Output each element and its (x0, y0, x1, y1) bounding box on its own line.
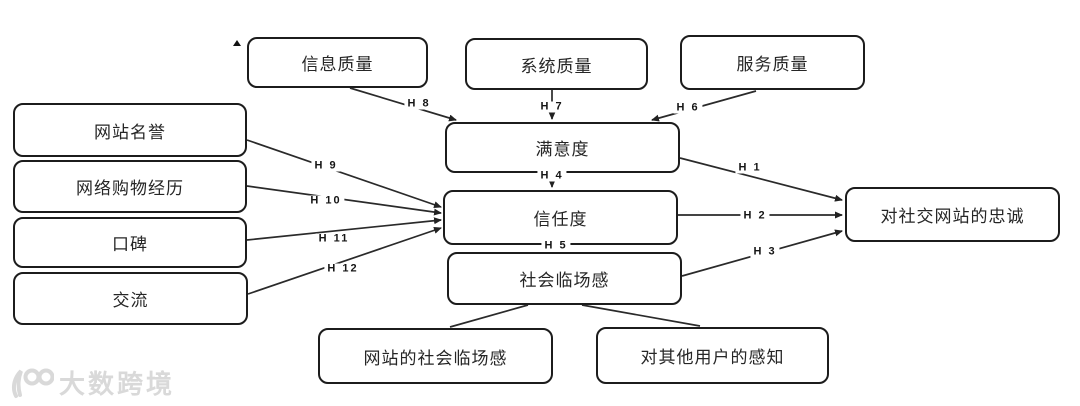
watermark-100-logo (11, 368, 54, 398)
node-loyalty: 对社交网站的忠诚 (845, 187, 1060, 242)
node-site-reputation: 网站名誉 (13, 103, 247, 157)
node-perception-of-other-users: 对其他用户的感知 (596, 327, 829, 384)
node-label: 信任度 (533, 210, 588, 229)
small-triangle-marker (233, 40, 241, 46)
node-trust: 信任度 (443, 190, 678, 245)
node-label: 网络购物经历 (76, 179, 184, 198)
node-label: 社会临场感 (519, 271, 610, 290)
node-system-quality: 系统质量 (465, 38, 648, 90)
watermark-text: 大数跨境 (59, 369, 176, 399)
node-label: 口碑 (112, 235, 148, 254)
hypothesis-label-h10: H 10 (307, 195, 345, 207)
hypothesis-label-h5: H 5 (541, 240, 571, 252)
node-satisfaction: 满意度 (445, 122, 680, 173)
node-word-of-mouth: 口碑 (13, 217, 247, 268)
node-label: 交流 (112, 291, 149, 310)
node-shopping-experience: 网络购物经历 (13, 160, 247, 213)
node-communication: 交流 (13, 272, 248, 325)
hypothesis-label-h9: H 9 (311, 160, 341, 172)
hypothesis-label-h8: H 8 (404, 98, 434, 110)
hypothesis-label-h2: H 2 (740, 210, 770, 222)
node-service-quality: 服务质量 (680, 35, 865, 90)
hypothesis-label-h1: H 1 (735, 162, 765, 174)
node-label: 对社交网站的忠诚 (880, 207, 1025, 226)
watermark: 大数跨境 (8, 364, 175, 401)
hypothesis-label-h11: H 11 (315, 233, 353, 245)
hypothesis-label-h6: H 6 (673, 102, 703, 114)
node-site-social-presence: 网站的社会临场感 (318, 328, 553, 384)
node-label: 网站的社会临场感 (363, 348, 508, 368)
node-label: 信息质量 (301, 55, 374, 74)
node-label: 满意度 (535, 140, 590, 159)
node-label: 系统质量 (520, 56, 593, 76)
hypothesis-label-h7: H 7 (537, 101, 567, 113)
hypothesis-label-h4: H 4 (537, 170, 567, 182)
hypothesis-label-h12: H 12 (324, 263, 362, 275)
node-label: 网站名誉 (94, 122, 166, 142)
node-label: 服务质量 (736, 55, 809, 74)
node-label: 对其他用户的感知 (640, 348, 785, 367)
hypothesis-label-h3: H 3 (750, 246, 780, 258)
node-social-presence: 社会临场感 (447, 252, 682, 305)
node-info-quality: 信息质量 (247, 37, 428, 88)
